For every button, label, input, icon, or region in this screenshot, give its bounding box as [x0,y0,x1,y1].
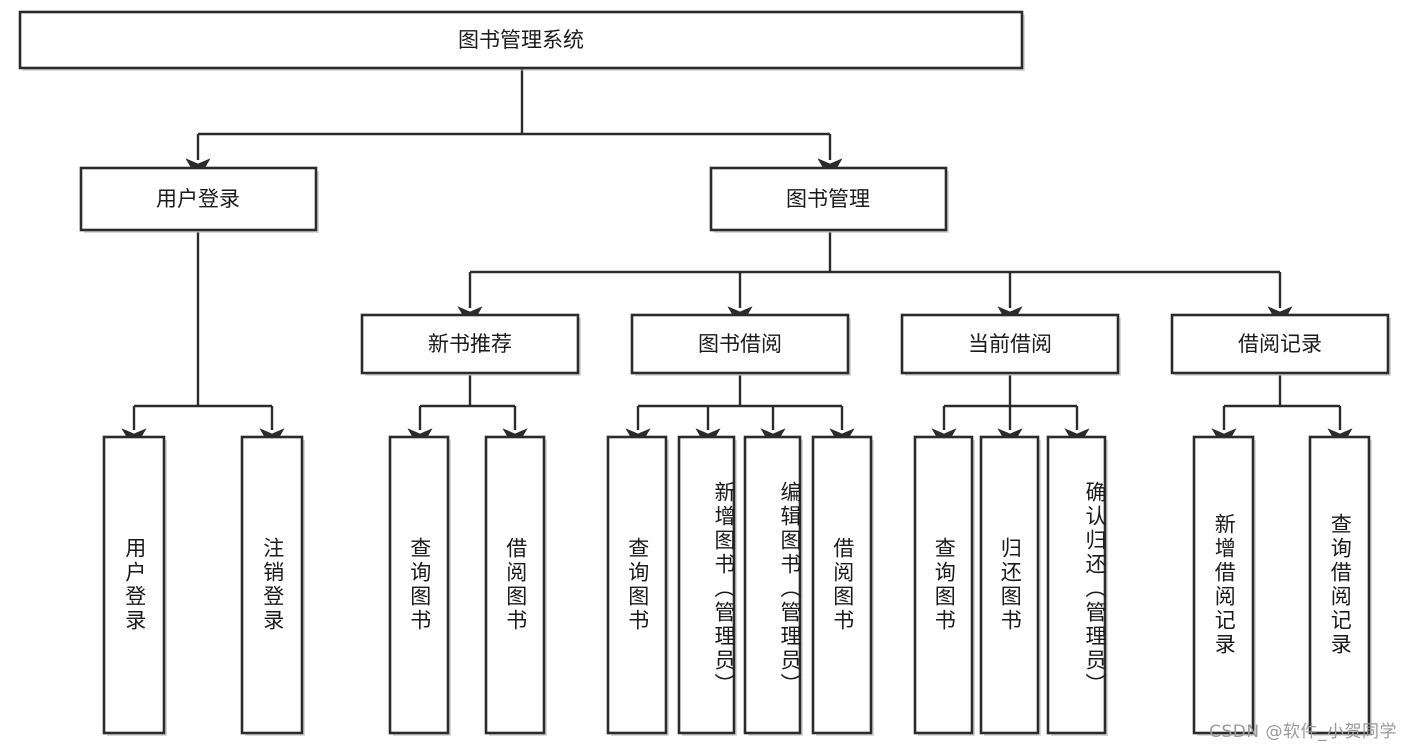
node-root-system[interactable]: 图书管理系统 [18,10,1025,71]
node-leaf-current-borrow-1[interactable] [913,435,975,736]
node-leaf-book-borrow-2[interactable] [677,435,737,736]
node-leaf-borrow-record-2[interactable] [1308,435,1372,736]
node-leaf-user-login-1[interactable] [102,435,167,736]
node-leaf-book-borrow-3[interactable] [743,435,803,736]
node-user-login[interactable]: 用户登录 [79,166,319,233]
node-leaf-current-borrow-2[interactable] [979,435,1041,736]
node-current-borrow-label: 当前借阅 [968,332,1052,356]
node-borrow-record-label: 借阅记录 [1238,332,1322,356]
node-root-label: 图书管理系统 [458,28,584,52]
node-leaf-book-borrow-4[interactable] [811,435,874,736]
connector-layer [121,68,1353,450]
csdn-watermark: CSDN @软件_小贺同学 [1209,722,1397,742]
node-book-management-label: 图书管理 [786,187,870,211]
node-new-book-recommend-label: 新书推荐 [428,332,512,356]
node-leaf-new-book-2[interactable] [484,435,547,736]
node-book-borrow[interactable]: 图书借阅 [630,313,851,376]
node-leaf-borrow-record-1[interactable] [1192,435,1256,736]
node-current-borrow[interactable]: 当前借阅 [900,313,1121,376]
node-borrow-record[interactable]: 借阅记录 [1170,313,1391,376]
node-leaf-current-borrow-3[interactable] [1046,435,1108,736]
node-new-book-recommend[interactable]: 新书推荐 [360,313,581,376]
node-book-borrow-label: 图书借阅 [698,332,782,356]
node-user-login-label: 用户登录 [156,187,240,211]
node-leaf-book-borrow-1[interactable] [606,435,669,736]
node-layer: 图书管理系统 用户登录 图书管理 新书推荐 [18,10,1391,736]
node-leaf-user-login-2[interactable] [240,435,305,736]
node-leaf-new-book-1[interactable] [388,435,451,736]
node-book-management[interactable]: 图书管理 [709,166,949,233]
